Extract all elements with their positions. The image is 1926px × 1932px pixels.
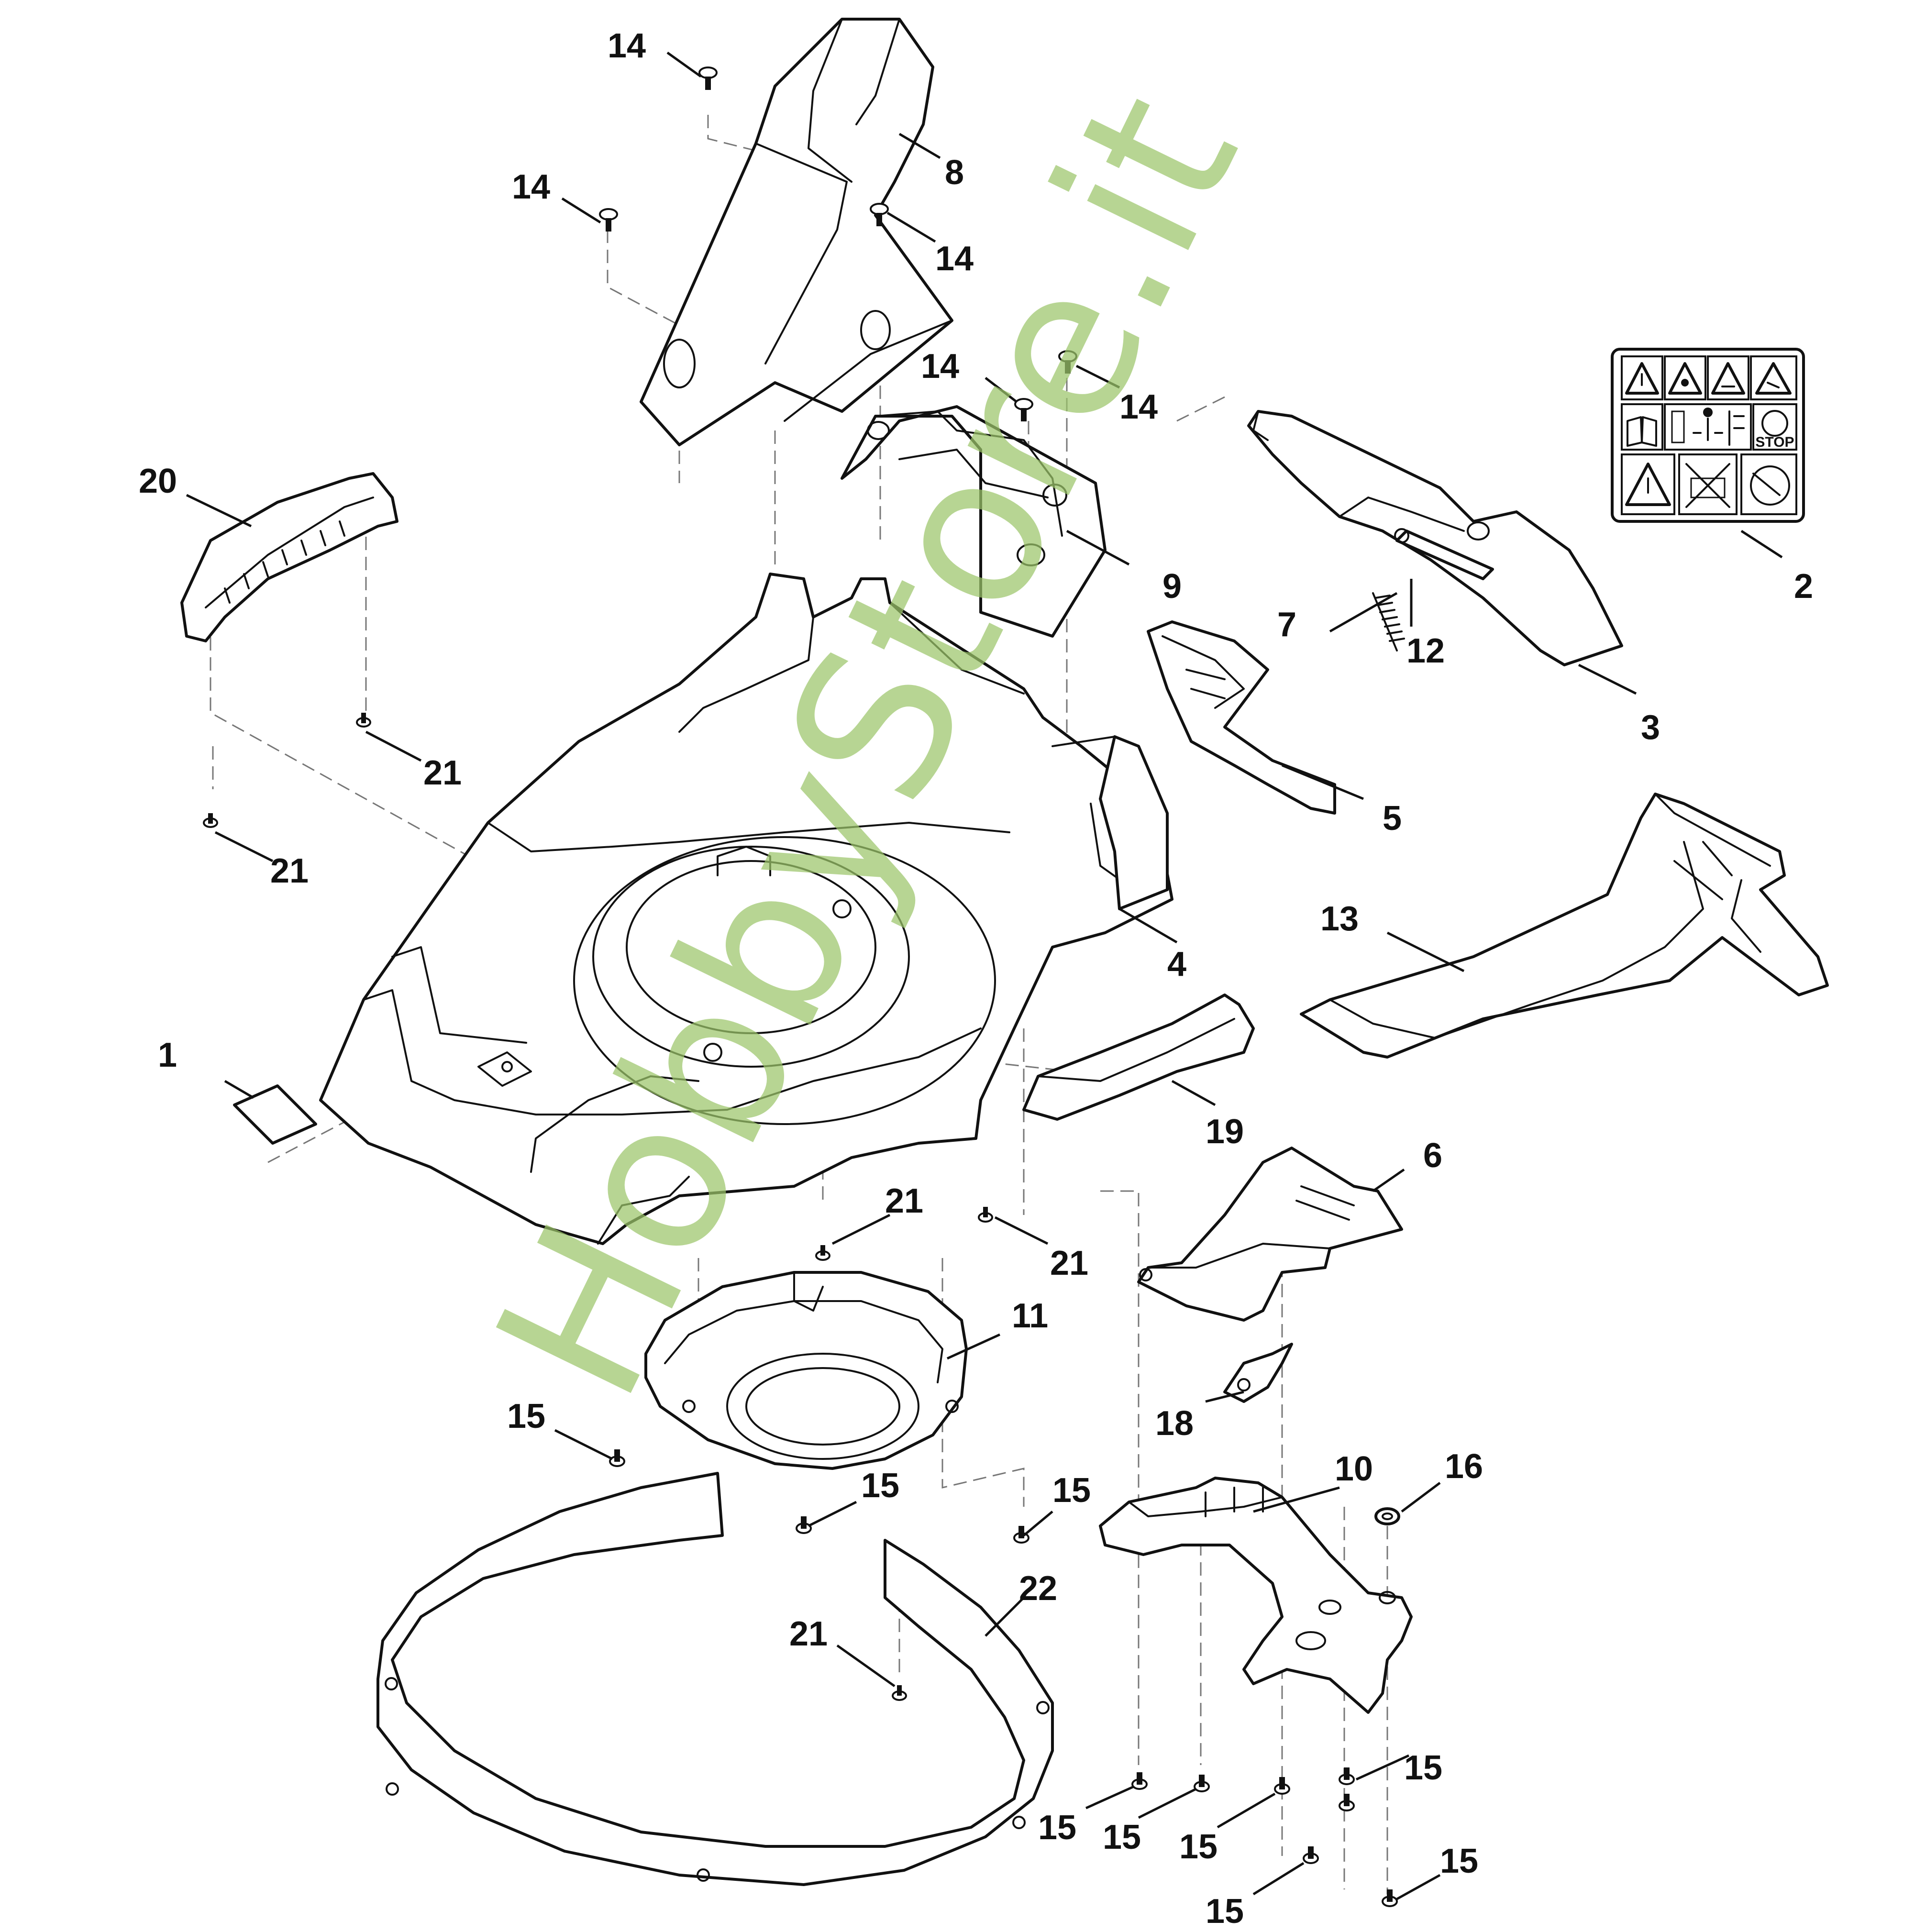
main-deck-housing — [319, 573, 1173, 1245]
warning-triangle-large-icon — [1621, 453, 1675, 515]
callout-19: 19 — [1206, 1113, 1244, 1151]
part-19-rear-skirt — [1022, 994, 1255, 1121]
callout-21: 21 — [1050, 1244, 1088, 1282]
callout-labels: 14 14 14 14 14 8 9 20 21 21 1 2 3 7 12 5… — [139, 27, 1813, 1931]
callout-15: 15 — [1440, 1842, 1478, 1880]
callout-7: 7 — [1277, 606, 1296, 644]
callout-14: 14 — [1119, 388, 1158, 426]
screw-21a — [356, 713, 371, 728]
keep-distance-icon — [1664, 403, 1752, 451]
screw-14a — [698, 66, 718, 90]
part-7-spring — [1372, 592, 1405, 651]
part-22-ring-skirt — [376, 1472, 1054, 1886]
blade-hazard-icon — [1750, 355, 1797, 400]
part-1-sticker — [233, 1084, 317, 1145]
screw-15h — [1339, 1794, 1355, 1811]
part-10-lower-bracket — [1099, 1477, 1413, 1714]
part-13-discharge-chute — [1300, 793, 1829, 1059]
part-12-pin — [1394, 528, 1494, 580]
callout-15: 15 — [1038, 1809, 1076, 1847]
callout-14: 14 — [935, 240, 974, 278]
screw-15g — [1339, 1767, 1355, 1785]
callout-15: 15 — [1052, 1471, 1091, 1510]
callout-3: 3 — [1641, 708, 1660, 747]
screw-21b — [203, 813, 218, 828]
screw-15b — [796, 1516, 812, 1534]
callout-13: 13 — [1320, 900, 1359, 938]
part-3-rear-flap — [1247, 410, 1623, 666]
screws — [203, 66, 1398, 1907]
callout-21: 21 — [423, 754, 462, 792]
screw-15d — [1131, 1772, 1148, 1790]
leader-lines — [186, 51, 1783, 1900]
callout-8: 8 — [945, 154, 964, 192]
callout-15: 15 — [1179, 1828, 1218, 1866]
part-8-handle-bracket — [640, 18, 953, 446]
callout-6: 6 — [1423, 1137, 1442, 1175]
disconnect-before-maintenance-icon — [1678, 453, 1738, 515]
screw-21c — [815, 1245, 830, 1261]
thrown-objects-icon — [1664, 355, 1706, 400]
callout-16: 16 — [1445, 1447, 1483, 1486]
part-18-clip — [1223, 1343, 1293, 1403]
screw-15a — [609, 1449, 625, 1467]
callout-10: 10 — [1335, 1450, 1373, 1488]
screw-14c — [870, 203, 889, 226]
callout-9: 9 — [1162, 567, 1182, 606]
screw-21e — [892, 1685, 907, 1701]
screw-15f — [1274, 1777, 1290, 1795]
part-11-blade-cup — [644, 1271, 968, 1470]
part-2-safety-sticker: STOP — [1611, 348, 1805, 523]
callout-21: 21 — [885, 1182, 923, 1220]
hand-blade-hazard-icon — [1740, 453, 1797, 515]
callout-21: 21 — [270, 852, 309, 890]
callout-12: 12 — [1406, 632, 1445, 670]
part-16-washer — [1374, 1507, 1400, 1525]
callout-15: 15 — [1206, 1892, 1244, 1931]
callout-20: 20 — [139, 462, 177, 500]
callout-14: 14 — [512, 168, 550, 206]
screw-15e — [1194, 1775, 1210, 1792]
read-manual-icon — [1621, 403, 1663, 451]
callout-18: 18 — [1155, 1404, 1194, 1443]
callout-22: 22 — [1019, 1569, 1057, 1608]
screw-14e — [1058, 350, 1077, 374]
callout-15: 15 — [1404, 1749, 1442, 1787]
callout-4: 4 — [1167, 945, 1186, 983]
callout-14: 14 — [608, 27, 646, 65]
warning-triangle-icon — [1621, 355, 1663, 400]
part-20-front-trim — [180, 472, 398, 642]
callout-5: 5 — [1383, 799, 1402, 838]
screw-14b — [599, 208, 618, 232]
callout-15: 15 — [1103, 1818, 1141, 1856]
part-5-mulch-flap — [1147, 620, 1336, 815]
screw-15j — [1382, 1889, 1398, 1907]
screw-14d — [1014, 398, 1033, 421]
screw-15i — [1303, 1846, 1319, 1864]
part-9-top-bracket — [841, 405, 1107, 638]
callout-11: 11 — [1012, 1297, 1048, 1335]
screw-21d — [978, 1207, 993, 1223]
callout-15: 15 — [507, 1397, 545, 1435]
foot-hazard-icon — [1707, 355, 1749, 400]
callout-14: 14 — [921, 347, 959, 386]
callout-1: 1 — [158, 1036, 177, 1074]
blade-stop-icon: STOP — [1752, 403, 1797, 451]
callout-15: 15 — [861, 1467, 899, 1505]
stop-label: STOP — [1755, 434, 1794, 450]
callout-2: 2 — [1794, 567, 1813, 606]
callout-21: 21 — [789, 1615, 828, 1653]
part-4-side-panel — [1099, 735, 1169, 910]
part-6-baffle — [1137, 1147, 1403, 1322]
